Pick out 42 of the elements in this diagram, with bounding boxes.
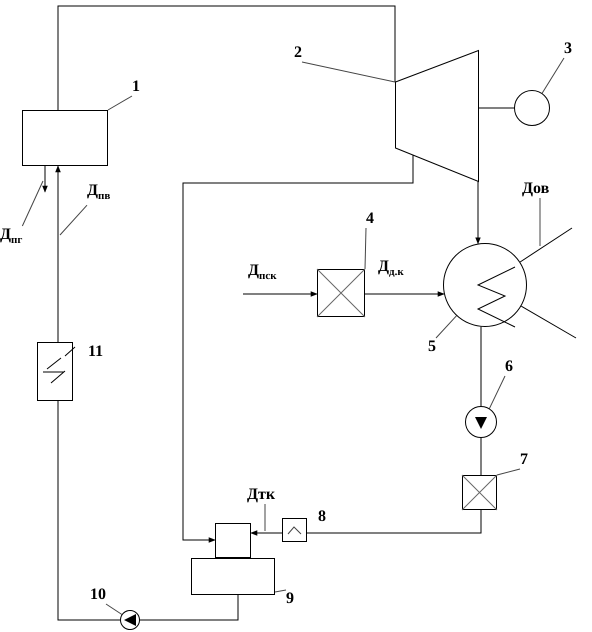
leader-line — [542, 58, 564, 94]
leader-line — [106, 604, 122, 615]
leader-line — [60, 204, 88, 236]
callout-number: 11 — [88, 343, 104, 361]
pipe-line — [58, 6, 396, 110]
flow-label: Дов — [522, 180, 550, 197]
leader-line — [22, 180, 44, 226]
callout-number: 4 — [366, 210, 374, 227]
flow-label: Дтк — [247, 486, 276, 503]
callout-number: 5 — [428, 338, 436, 355]
leader-line — [302, 62, 396, 82]
callout-number: 2 — [294, 44, 302, 61]
callout-number: 8 — [318, 508, 326, 526]
flow-arrow — [42, 166, 48, 193]
flow-label: Д$_{пв}$ — [87, 182, 110, 199]
flow-arrow — [55, 165, 61, 342]
callout-number: 7 — [520, 451, 528, 468]
flow-arrow — [250, 530, 282, 536]
flow-arrow — [475, 181, 481, 244]
leader-line — [274, 590, 286, 592]
flow-arrow — [242, 291, 318, 297]
callout-number: 1 — [132, 78, 140, 95]
leader-line — [364, 228, 366, 270]
pipe-line — [520, 228, 572, 262]
leader-line — [264, 504, 266, 532]
callout-number: 3 — [564, 40, 572, 57]
leader-line — [488, 376, 506, 409]
leader-line — [108, 96, 132, 110]
pipe-line — [480, 438, 482, 476]
flow-label: Д$_{пг}$ — [0, 226, 22, 243]
flow-arrow — [364, 291, 445, 297]
leader-line — [496, 468, 520, 476]
callout-number: 10 — [90, 586, 106, 603]
callout-number: 6 — [505, 358, 513, 375]
pipe-line — [140, 594, 238, 620]
pipe-line — [58, 400, 120, 620]
callout-number: 9 — [286, 590, 294, 607]
pipe-line — [520, 306, 576, 338]
flow-arrow — [182, 154, 414, 543]
leader-line — [436, 315, 457, 338]
pipe-line — [306, 510, 482, 534]
pipe-line — [480, 326, 482, 406]
